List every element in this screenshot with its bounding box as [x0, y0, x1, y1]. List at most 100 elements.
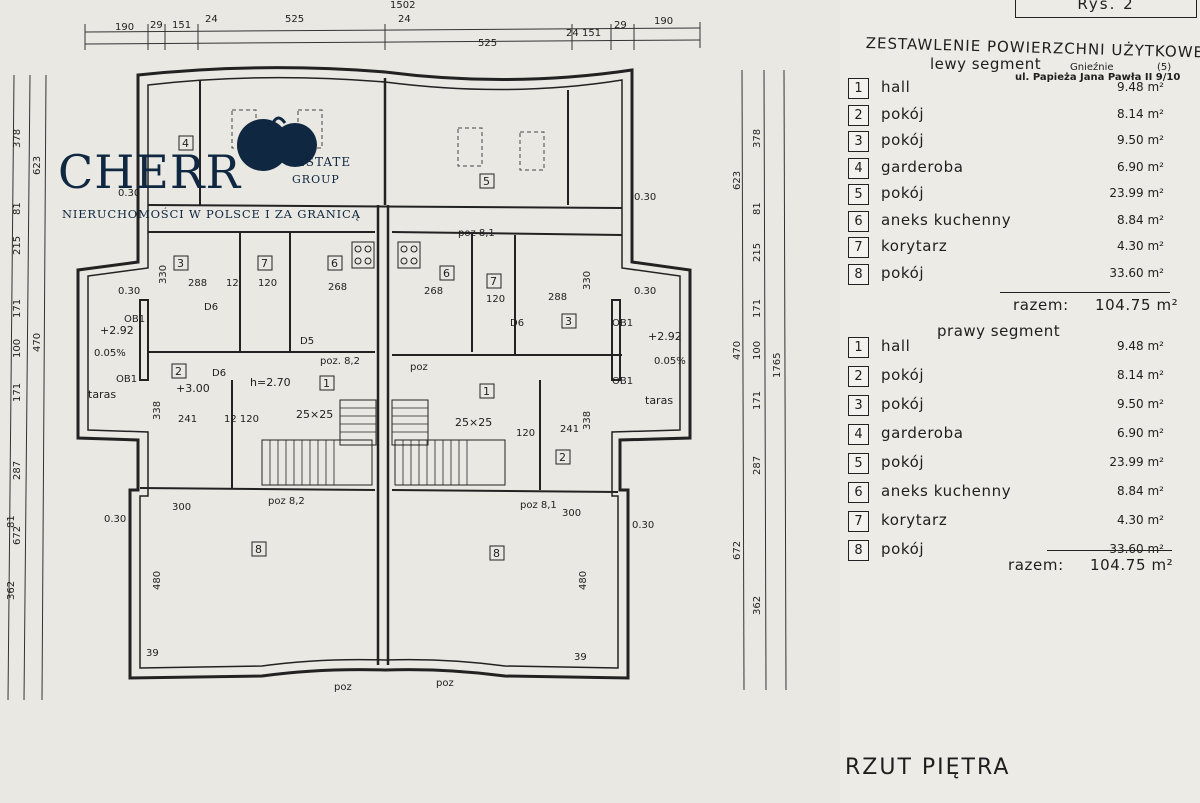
dim-300-right: 300: [562, 508, 581, 519]
code-ob1-b: OB1: [612, 318, 633, 329]
room-area: 9.48 m²: [1116, 80, 1164, 94]
code-030-e: 0.30: [104, 514, 126, 525]
room-area: 8.84 m²: [1116, 484, 1164, 498]
dim-right-623: 623: [732, 171, 743, 190]
address-city: Gnieźnie: [1070, 62, 1114, 73]
room-area: 33.60 m²: [1109, 265, 1164, 280]
dim-right-287: 287: [752, 456, 763, 475]
room-area: 23.99 m²: [1109, 186, 1164, 200]
room-area: 8.14 m²: [1116, 106, 1164, 121]
dim-338-left: 338: [152, 401, 163, 420]
dim-268-left: 268: [328, 282, 347, 293]
room-number: 6: [848, 482, 869, 503]
terrace-left: taras: [88, 388, 116, 401]
room-name: garderoba: [881, 157, 964, 176]
dim-288-right: 288: [548, 292, 567, 303]
left-segment-title: lewy segment: [930, 55, 1042, 73]
dim-top-24-mid: 24: [398, 14, 411, 25]
dim-right-81: 81: [752, 202, 763, 215]
stair-note-right: 25×25: [455, 416, 492, 429]
dim-top-29-right: 29: [614, 20, 627, 31]
drawing-title: RZUT PIĘTRA: [845, 755, 1011, 780]
dim-right-1765: 1765: [772, 353, 783, 378]
cherry-icon: [237, 116, 317, 171]
room-number: 8: [848, 540, 869, 561]
room-number: 7: [848, 511, 869, 532]
address-street: ul. Papieża Jana Pawła II 9/10: [1015, 72, 1181, 83]
right-total-label: razem:: [1008, 556, 1064, 574]
room-area: 33.60 m²: [1109, 542, 1164, 556]
pos-note-1: poz. 8,2: [320, 356, 360, 367]
dim-12120-left: 12 120: [224, 414, 259, 425]
code-030-f: 0.30: [632, 520, 654, 531]
code-d6-a: D6: [204, 302, 218, 313]
left-total-value: 104.75 m²: [1095, 296, 1179, 314]
room-number: 7: [848, 237, 869, 258]
dim-top-151-right: 151: [582, 28, 601, 39]
dim-left-470: 470: [32, 333, 43, 352]
sheet-label: Rys. 2: [1015, 0, 1197, 18]
pos-note-5: poz: [410, 362, 428, 373]
room-name: pokój: [881, 540, 925, 558]
room-number: 1: [848, 78, 869, 99]
dim-right-171: 171: [752, 299, 763, 318]
room-label-left-6: 6: [331, 257, 338, 270]
dim-120-mid: 120: [516, 428, 535, 439]
right-room-row: 8 pokój 33.60 m²: [848, 540, 1178, 564]
room-area: 8.14 m²: [1116, 368, 1164, 382]
room-name: hall: [881, 337, 911, 355]
dim-241-right: 241: [560, 424, 579, 435]
terrace-right: taras: [645, 394, 673, 407]
dim-top-525-left: 525: [285, 14, 304, 25]
dim-top-24-left: 24: [205, 14, 218, 25]
room-name: hall: [881, 78, 911, 96]
code-d6-b: D6: [510, 318, 524, 329]
room-label-left-7: 7: [261, 257, 268, 270]
room-label-right-2: 2: [559, 451, 566, 464]
dim-left-171b: 171: [12, 383, 23, 402]
dim-330-left: 330: [158, 265, 169, 284]
dim-left-623: 623: [32, 156, 43, 175]
room-label-left-4: 4: [182, 137, 189, 150]
code-slope-right: 0.05%: [654, 356, 686, 367]
watermark-tagline: NIERUCHOMOŚCI W POLSCE I ZA GRANICĄ: [62, 207, 361, 221]
right-segment-title: prawy segment: [937, 322, 1061, 340]
room-label-right-8: 8: [493, 547, 500, 560]
dim-left-362: 362: [6, 581, 17, 600]
room-label-right-1: 1: [483, 385, 490, 398]
pos-note-6: poz: [334, 682, 352, 693]
room-name: aneks kuchenny: [881, 210, 1012, 229]
stair-level: +3.00: [176, 382, 210, 395]
watermark-estate: ESTATE: [296, 155, 352, 169]
dim-right-378: 378: [752, 129, 763, 148]
room-number: 4: [848, 157, 869, 179]
room-name: pokój: [881, 366, 925, 384]
dim-left-81: 81: [12, 202, 23, 215]
address-note: (5): [1157, 62, 1172, 73]
watermark-logo: CHERR ESTATE GROUP NIERUCHOMOŚCI W POLSC…: [58, 115, 361, 225]
dim-top-151-left: 151: [172, 20, 191, 31]
dim-top-24-right: 24: [566, 28, 579, 39]
room-area: 9.50 m²: [1116, 133, 1164, 147]
code-d5: D5: [300, 336, 314, 347]
code-ob1-c: OB1: [116, 374, 137, 385]
dim-left-100: 100: [12, 339, 23, 358]
room-number: 1: [848, 337, 869, 358]
pos-note-7: poz: [436, 678, 454, 689]
dim-left-287: 287: [12, 461, 23, 480]
code-030-a: 0.30: [118, 188, 140, 199]
dim-120-right: 120: [486, 294, 505, 305]
room-label-right-7: 7: [490, 275, 497, 288]
room-label-right-3: 3: [565, 315, 572, 328]
height-note: h=2.70: [250, 376, 291, 389]
